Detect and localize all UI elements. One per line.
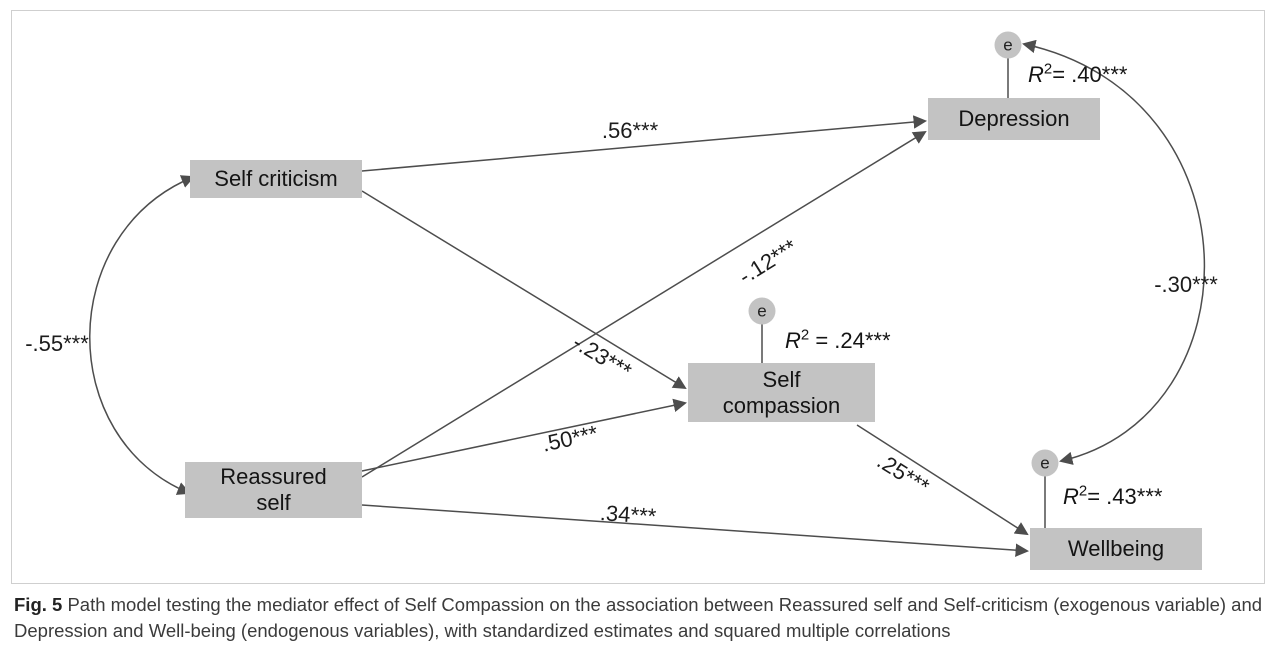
r2-symbol: R <box>785 328 801 353</box>
path-arrow-reassured-self-to-self-compassion <box>361 398 687 472</box>
path-arrow-self-criticism-to-self-compassion <box>361 190 687 390</box>
covariance-arrow-self-criticism-reassured-self <box>89 175 195 495</box>
path-label-rs-to-wellbeing: .34*** <box>599 500 657 529</box>
path-arrow-reassured-self-to-depression <box>361 130 927 478</box>
figure-caption: Fig. 5 Path model testing the mediator e… <box>14 592 1272 644</box>
covariance-label-sc-rs: -.55*** <box>25 331 89 356</box>
covariance-label-errors: -.30*** <box>1154 272 1218 297</box>
r2-sup: 2 <box>800 326 810 344</box>
covariance-arrow-error-depression-error-wellbeing <box>1022 39 1206 465</box>
path-arrow-reassured-self-to-wellbeing <box>361 504 1030 557</box>
r2-value: = .24*** <box>809 328 891 353</box>
caption-text: Path model testing the mediator effect o… <box>14 594 1263 641</box>
node-label: Self compassion <box>722 366 841 418</box>
r2-symbol: R <box>1063 484 1079 509</box>
figure-number: Fig. 5 <box>14 594 63 615</box>
node-self-compassion: Self compassion <box>688 363 875 422</box>
error-term-wellbeing: e <box>1031 449 1059 477</box>
node-label: Wellbeing <box>1067 536 1165 562</box>
path-arrow-self-criticism-to-depression <box>361 115 928 172</box>
node-wellbeing: Wellbeing <box>1030 528 1202 570</box>
node-label: Depression <box>958 106 1070 132</box>
error-term-self-compassion: e <box>748 297 776 325</box>
node-label: Self criticism <box>214 166 338 192</box>
r2-sup: 2 <box>1043 60 1053 78</box>
node-depression: Depression <box>928 98 1100 140</box>
figure-border <box>11 10 1265 584</box>
r2-sup: 2 <box>1078 482 1088 500</box>
node-label: Reassured self <box>220 464 327 515</box>
r2-label-wellbeing: R2= .43*** <box>1063 484 1162 510</box>
node-self-criticism: Self criticism <box>190 160 362 198</box>
r2-value: = .40*** <box>1052 62 1128 87</box>
r2-label-depression: R2= .40*** <box>1028 62 1127 88</box>
r2-value: = .43*** <box>1087 484 1163 509</box>
path-arrow-self-compassion-to-wellbeing <box>856 424 1029 536</box>
node-reassured-self: Reassured self <box>185 462 362 518</box>
path-label-sc-to-depression: .56*** <box>601 118 659 143</box>
r2-symbol: R <box>1028 62 1044 87</box>
r2-label-self-compassion: R2 = .24*** <box>785 328 891 354</box>
error-term-depression: e <box>994 31 1022 59</box>
